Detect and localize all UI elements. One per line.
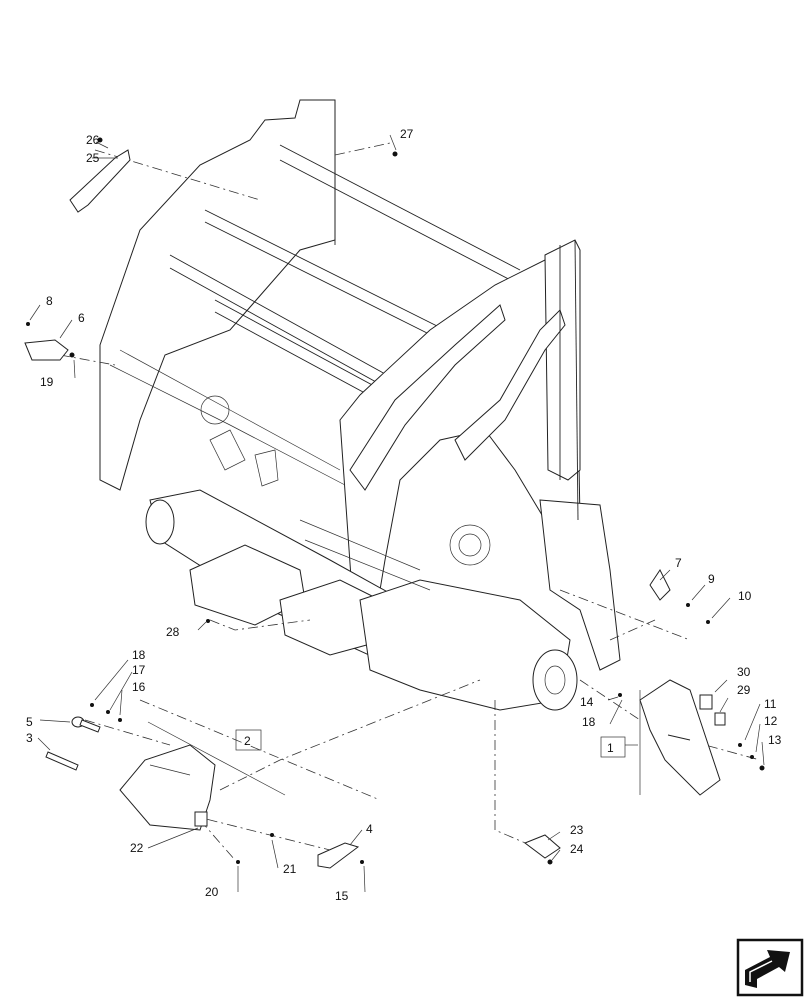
callout-22: 22 bbox=[130, 841, 144, 855]
callout-4: 4 bbox=[366, 822, 373, 836]
callout-20: 20 bbox=[205, 885, 219, 899]
callout-17: 17 bbox=[132, 663, 146, 677]
bracket-23 bbox=[523, 834, 561, 859]
callout-26: 26 bbox=[86, 133, 100, 147]
callout-leaders bbox=[29, 134, 765, 893]
callout-10: 10 bbox=[738, 589, 752, 603]
callout-15: 15 bbox=[335, 889, 349, 903]
callout-7: 7 bbox=[675, 556, 682, 570]
callout-16: 16 bbox=[132, 680, 146, 694]
callout-6: 6 bbox=[78, 311, 85, 325]
callout-3: 3 bbox=[26, 731, 33, 745]
bracket-7 bbox=[649, 569, 671, 601]
callout-24: 24 bbox=[570, 842, 584, 856]
callout-12: 12 bbox=[764, 714, 778, 728]
baler-frame bbox=[99, 99, 621, 711]
navigation-arrow-icon[interactable] bbox=[736, 938, 804, 997]
callout-23: 23 bbox=[570, 823, 584, 837]
callout-18: 18 bbox=[132, 648, 146, 662]
callout-9: 9 bbox=[708, 572, 715, 586]
callout-13: 13 bbox=[768, 733, 782, 747]
plate-4 bbox=[317, 842, 360, 869]
callout-2: 2 bbox=[244, 734, 251, 748]
callout-5: 5 bbox=[26, 715, 33, 729]
callout-29: 29 bbox=[737, 683, 751, 697]
callout-numbers: 26 25 27 8 6 19 28 7 9 10 30 29 11 12 13… bbox=[26, 127, 782, 903]
callout-1: 1 bbox=[607, 741, 614, 755]
callout-27: 27 bbox=[400, 127, 414, 141]
callout-25: 25 bbox=[86, 151, 100, 165]
callout-18b: 18 bbox=[582, 715, 596, 729]
callout-19: 19 bbox=[40, 375, 54, 389]
pin-3 bbox=[45, 751, 79, 771]
bracket-25 bbox=[69, 149, 131, 213]
callout-11: 11 bbox=[764, 697, 777, 711]
callout-21: 21 bbox=[283, 862, 297, 876]
guard-2 bbox=[119, 744, 216, 831]
callout-28: 28 bbox=[166, 625, 180, 639]
callout-30: 30 bbox=[737, 665, 751, 679]
small-parts bbox=[24, 137, 765, 869]
callout-14: 14 bbox=[580, 695, 594, 709]
bracket-6 bbox=[24, 339, 69, 361]
callout-8: 8 bbox=[46, 294, 53, 308]
